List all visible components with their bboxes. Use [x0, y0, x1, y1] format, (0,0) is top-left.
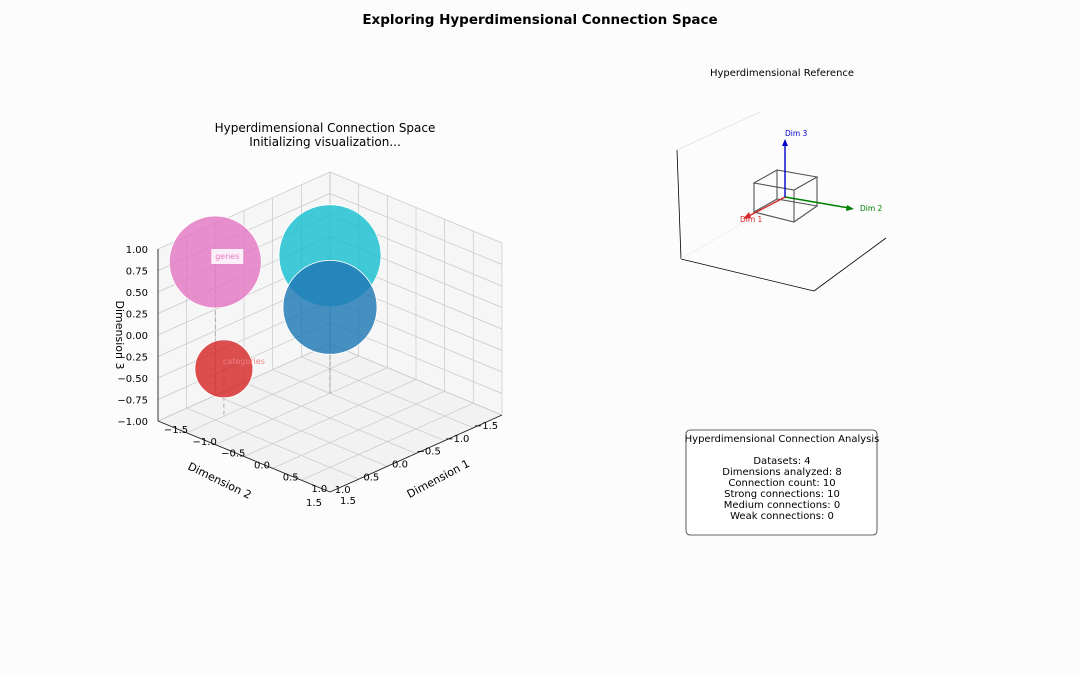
- z-tick-label: −1.00: [117, 417, 148, 428]
- grid-line-z: [329, 171, 503, 244]
- y-tick-label: 1.0: [335, 485, 351, 496]
- z-tick-label: 0.75: [126, 267, 148, 278]
- reference-axis-right: [813, 237, 887, 292]
- reference-label-dim3: Dim 3: [785, 129, 808, 138]
- grid-line-y: [186, 407, 359, 480]
- analysis-line-strong: Strong connections: 10: [724, 489, 840, 500]
- x-axis-line: [157, 420, 331, 493]
- reference-pane-edge: [680, 189, 801, 260]
- reference-axis-bottom: [680, 258, 815, 292]
- grid-line-y: [215, 395, 388, 467]
- data-point-label: categories: [223, 357, 265, 366]
- z-tick-label: 0.25: [126, 310, 148, 321]
- grid-line-z: [329, 193, 503, 265]
- data-point-label-bg: [211, 249, 244, 264]
- z-tick-label: 0.00: [126, 331, 148, 342]
- reference-axis-left: [676, 149, 682, 260]
- main-plot-subtitle: Initializing visualization...: [249, 135, 401, 149]
- z-axis-label: Dimension 3: [113, 301, 126, 370]
- z-tick-label: 1.00: [126, 245, 148, 256]
- x-tick-label: 0.5: [283, 472, 299, 483]
- grid-line-y: [272, 369, 445, 441]
- grid-line-y: [243, 382, 417, 454]
- figure-title: Exploring Hyperdimensional Connection Sp…: [362, 12, 717, 28]
- reference-pane-edge: [676, 111, 761, 151]
- x-tick-label: 1.5: [340, 496, 356, 507]
- reference-label-dim1: Dim 1: [740, 215, 763, 224]
- y-axis-label: Dimension 2: [186, 460, 254, 502]
- z-tick-label: 0.50: [126, 288, 148, 299]
- analysis-title: Hyperdimensional Connection Analysis: [685, 434, 880, 445]
- data-point-bubble: [282, 259, 378, 355]
- analysis-box: Hyperdimensional Connection Analysis Dat…: [685, 429, 880, 536]
- y-tick-label: −0.5: [417, 447, 441, 458]
- reference-arrow-dim3: [782, 139, 788, 197]
- axis-lines: [157, 249, 503, 493]
- grid-line-z: [329, 343, 503, 416]
- reference-arrow-dim2: [784, 196, 854, 211]
- y-tick-label: −1.0: [445, 434, 469, 445]
- reference-arrow-dim1: [743, 196, 786, 219]
- analysis-line-connections: Connection count: 10: [728, 478, 835, 489]
- y-axis-line: [329, 414, 503, 493]
- y-tick-label: 0.5: [363, 472, 379, 483]
- y-tick-label: 1.5: [306, 498, 322, 509]
- data-point-label: genes: [215, 252, 239, 261]
- y-tick-label: −1.5: [474, 421, 498, 432]
- y-tick-label: 0.0: [392, 460, 408, 471]
- analysis-box-frame: [685, 429, 878, 536]
- x-tick-label: −1.5: [164, 425, 188, 436]
- reference-cube: [752, 169, 819, 223]
- reference-label-dim2: Dim 2: [860, 204, 883, 213]
- tick-labels: −1.5−1.0−0.50.00.51.01.5−1.5−1.0−0.50.00…: [117, 245, 498, 509]
- reference-plot: Hyperdimensional Reference Dim 1 Dim 2: [676, 68, 887, 292]
- x-tick-label: −0.5: [221, 449, 245, 460]
- data-point-bubble: [194, 339, 254, 399]
- data-points: genes categories: [168, 204, 382, 399]
- x-tick-label: −1.0: [193, 437, 217, 448]
- z-tick-label: −0.25: [117, 353, 148, 364]
- x-axis-label: Dimension 1: [405, 457, 472, 501]
- main-3d-plot: Hyperdimensional Connection Space Initia…: [113, 121, 503, 509]
- z-tick-label: −0.50: [117, 374, 148, 385]
- reference-title: Hyperdimensional Reference: [710, 68, 854, 79]
- analysis-line-medium: Medium connections: 0: [724, 500, 840, 511]
- analysis-line-dimensions: Dimensions analyzed: 8: [722, 467, 842, 478]
- x-tick-label: 0.0: [254, 461, 270, 472]
- main-plot-title: Hyperdimensional Connection Space: [215, 121, 436, 135]
- x-tick-label: 1.0: [311, 484, 327, 495]
- z-tick-label: −0.75: [117, 396, 148, 407]
- analysis-line-datasets: Datasets: 4: [753, 456, 810, 467]
- analysis-line-weak: Weak connections: 0: [730, 511, 834, 522]
